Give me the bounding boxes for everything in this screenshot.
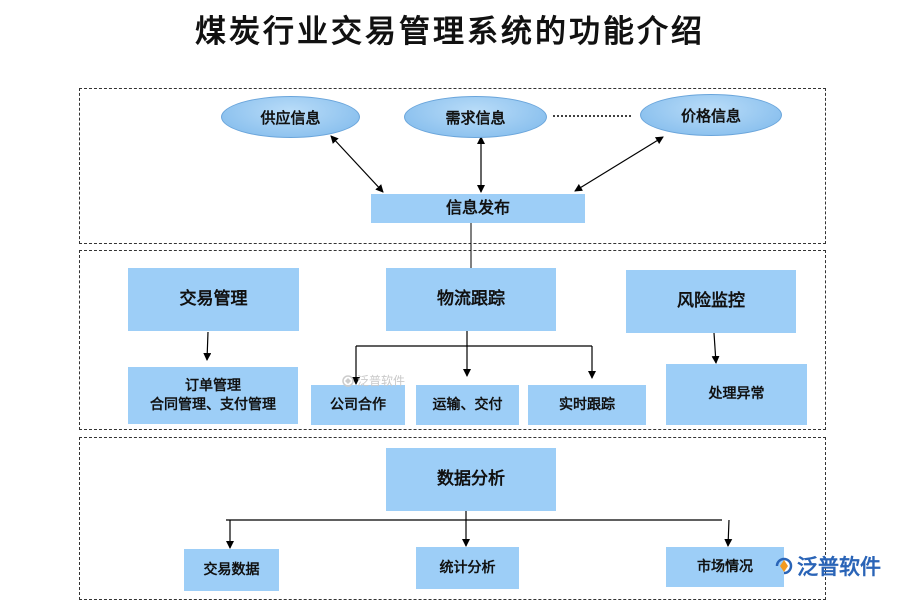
node-risk-monitoring: 风险监控	[626, 270, 796, 333]
node-trade-management: 交易管理	[128, 268, 299, 331]
node-order-contract-payment: 订单管理 合同管理、支付管理	[128, 367, 298, 424]
node-realtime-tracking: 实时跟踪	[528, 385, 646, 425]
watermark-logo-icon	[342, 374, 354, 387]
node-market-situation: 市场情况	[666, 547, 784, 587]
watermark-brand-text: 泛普软件	[797, 555, 881, 579]
watermark-small: 泛普软件	[342, 372, 405, 389]
fanpu-logo-icon	[775, 557, 793, 575]
arrow-trade-order	[203, 331, 212, 361]
node-logistics-tracking: 物流跟踪	[386, 268, 556, 331]
node-company-cooperation: 公司合作	[311, 385, 405, 425]
node-trade-data: 交易数据	[184, 549, 279, 591]
arrow-risk-exception	[711, 332, 720, 364]
order-management-label: 订单管理	[185, 378, 241, 395]
page-title: 煤炭行业交易管理系统的功能介绍	[195, 14, 705, 50]
node-info-publish: 信息发布	[371, 194, 585, 223]
node-supply-info: 供应信息	[221, 96, 360, 138]
node-price-info: 价格信息	[640, 94, 782, 136]
arrow-supply-publish	[330, 135, 384, 193]
arrow-price-publish	[574, 136, 664, 192]
node-demand-info: 需求信息	[404, 96, 547, 138]
arrow-to-market	[724, 519, 733, 547]
node-transport-delivery: 运输、交付	[416, 385, 519, 425]
node-handle-exception: 处理异常	[666, 364, 807, 425]
node-statistical-analysis: 统计分析	[416, 547, 519, 589]
section-info	[79, 88, 826, 244]
watermark-brand: 泛普软件	[774, 551, 881, 581]
section-operations	[79, 250, 826, 430]
node-data-analysis: 数据分析	[386, 448, 556, 511]
watermark-small-text: 泛普软件	[357, 374, 406, 388]
contract-payment-label: 合同管理、支付管理	[150, 396, 276, 413]
